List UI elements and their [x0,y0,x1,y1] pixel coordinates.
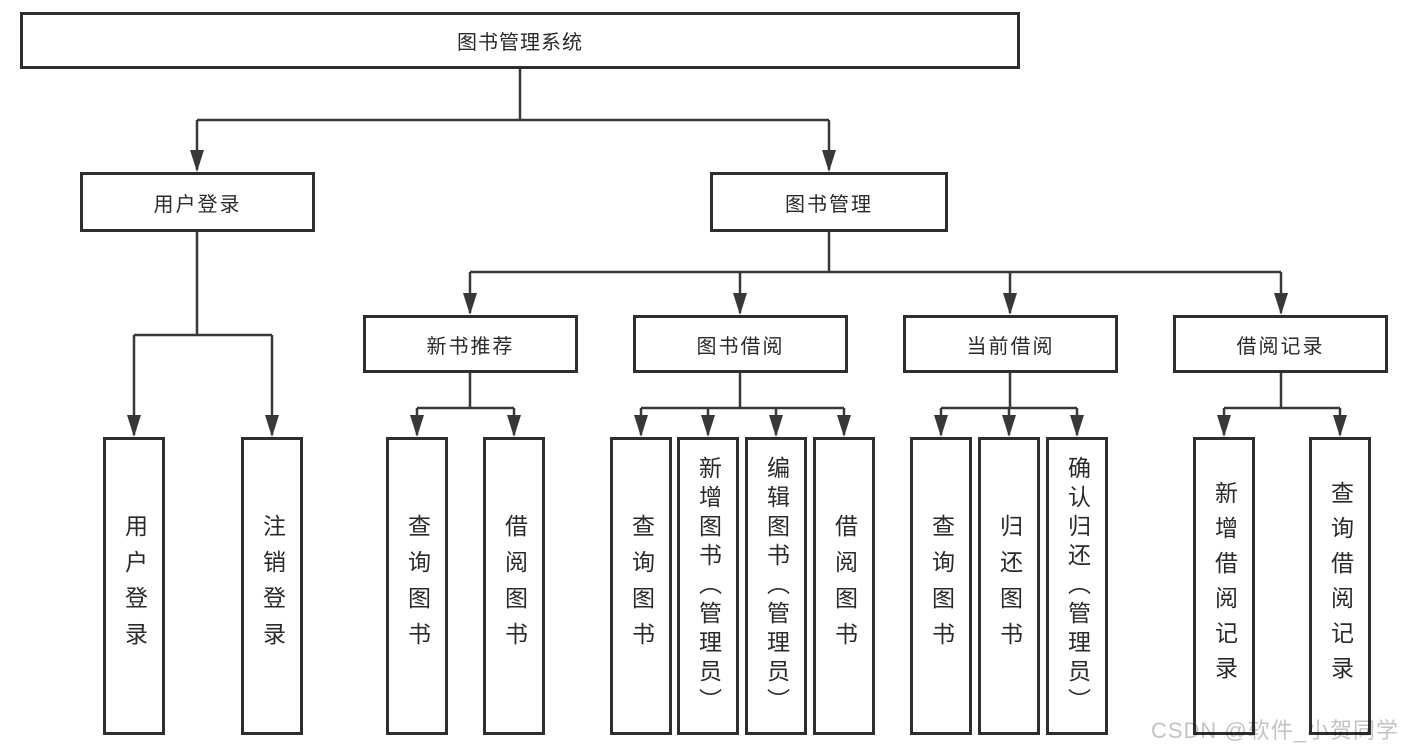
leaf-user-login-label: 用户登录 [121,514,148,658]
leaf-current-query-books: 查询图书 [910,437,972,735]
leaf-records-add-record: 新增借阅记录 [1193,437,1255,735]
node-current-borrowing: 当前借阅 [903,315,1118,373]
leaf-user-login: 用户登录 [103,437,165,735]
leaf-borrowing-add-books-admin: 新增图书（管理员） [677,437,739,735]
csdn-watermark: CSDN @软件_小贺同学 [1150,718,1399,743]
leaf-current-query-books-label: 查询图书 [928,514,955,658]
node-new-book-recommend-label: 新书推荐 [426,335,515,358]
node-root-label: 图书管理系统 [457,32,583,54]
arrowhead-icons [127,150,1347,437]
leaf-current-confirm-return-admin: 确认归还（管理员） [1046,437,1108,735]
leaf-borrowing-borrow-books: 借阅图书 [813,437,875,735]
leaf-logout-label: 注销登录 [259,514,286,658]
leaf-recommend-borrow-books-label: 借阅图书 [501,514,528,658]
node-book-management: 图书管理 [710,172,948,232]
leaf-borrowing-add-books-admin-label: 新增图书（管理员） [695,455,722,717]
node-borrow-records-label: 借阅记录 [1236,335,1325,358]
leaf-current-return-books-label: 归还图书 [996,514,1023,658]
leaf-logout: 注销登录 [241,437,303,735]
node-book-borrowing-label: 图书借阅 [696,335,785,358]
node-borrow-records: 借阅记录 [1173,315,1388,373]
leaf-recommend-borrow-books: 借阅图书 [483,437,545,735]
node-user-login: 用户登录 [80,172,315,232]
leaf-current-confirm-return-admin-label: 确认归还（管理员） [1064,455,1091,717]
node-new-book-recommend: 新书推荐 [363,315,578,373]
leaf-recommend-query-books: 查询图书 [386,437,448,735]
node-book-borrowing: 图书借阅 [633,315,848,373]
leaf-recommend-query-books-label: 查询图书 [404,514,431,658]
node-root: 图书管理系统 [20,12,1020,69]
leaf-records-query-record-label: 查询借阅记录 [1327,481,1354,691]
leaf-records-query-record: 查询借阅记录 [1309,437,1371,735]
node-user-login-label: 用户登录 [153,193,242,216]
leaf-current-return-books: 归还图书 [978,437,1040,735]
leaf-borrowing-query-books-label: 查询图书 [628,514,655,658]
leaf-borrowing-edit-books-admin-label: 编辑图书（管理员） [763,455,790,717]
node-book-management-label: 图书管理 [785,193,873,216]
node-current-borrowing-label: 当前借阅 [966,335,1055,358]
leaf-borrowing-borrow-books-label: 借阅图书 [831,514,858,658]
leaf-records-add-record-label: 新增借阅记录 [1211,481,1238,691]
leaf-borrowing-query-books: 查询图书 [610,437,672,735]
leaf-borrowing-edit-books-admin: 编辑图书（管理员） [745,437,807,735]
